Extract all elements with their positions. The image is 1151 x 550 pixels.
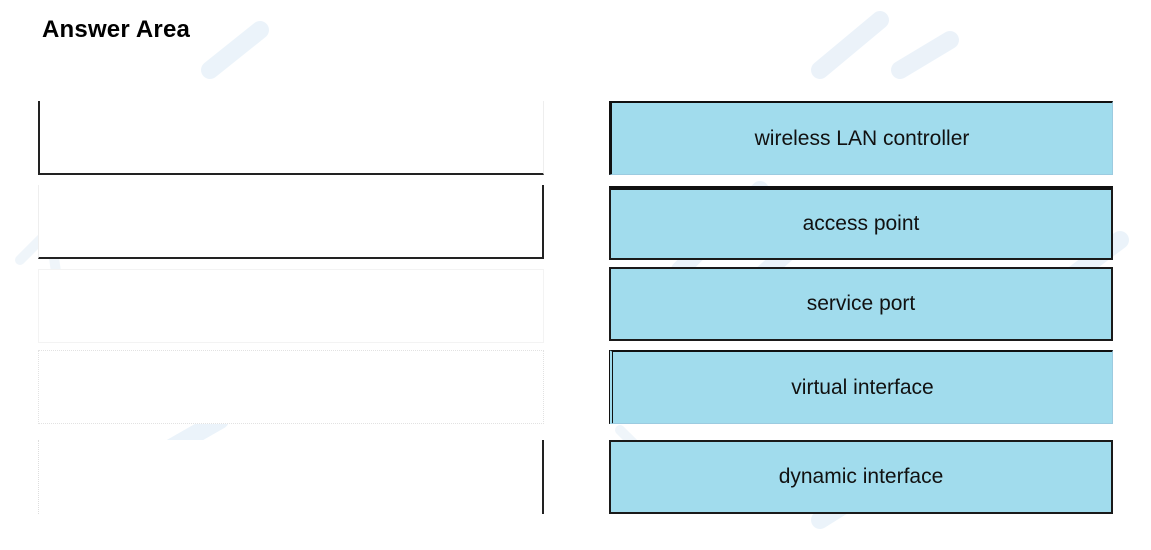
option-wireless-lan-controller[interactable]: wireless LAN controller <box>609 101 1113 175</box>
option-virtual-interface[interactable]: virtual interface <box>609 350 1113 424</box>
drop-target-1[interactable] <box>38 101 544 175</box>
answer-area-title: Answer Area <box>42 16 191 43</box>
drop-target-5[interactable] <box>38 440 544 514</box>
option-dynamic-interface[interactable]: dynamic interface <box>609 440 1113 514</box>
drop-target-2[interactable] <box>38 185 544 259</box>
drop-target-3[interactable] <box>38 269 544 343</box>
option-access-point[interactable]: access point <box>609 186 1113 260</box>
drop-target-4[interactable] <box>38 350 544 424</box>
option-service-port[interactable]: service port <box>609 267 1113 341</box>
